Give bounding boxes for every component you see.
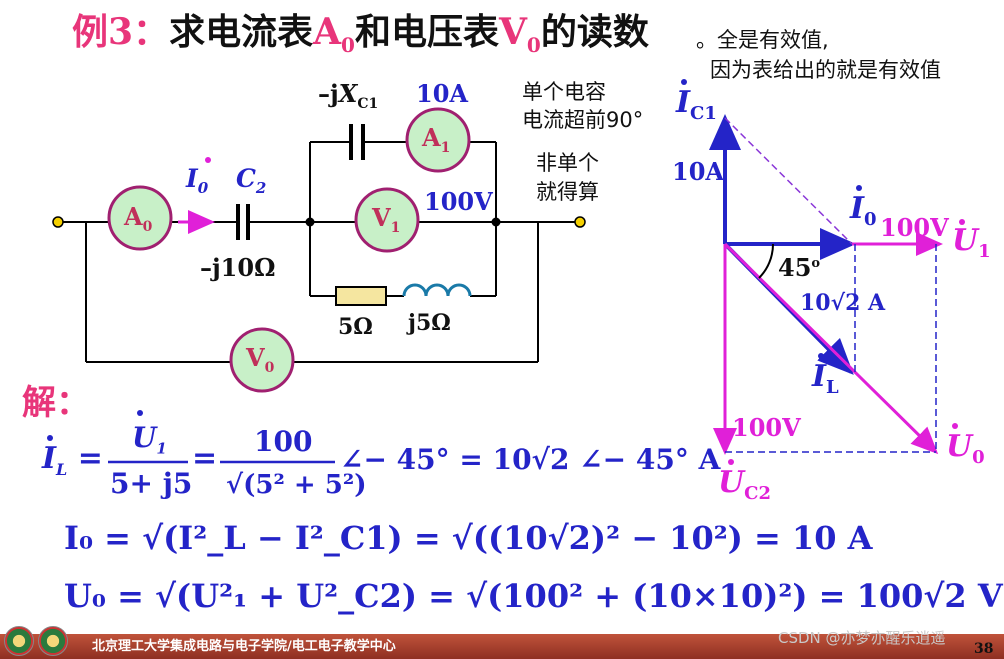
u0-phasor (723, 242, 939, 455)
footer-bar (0, 634, 1004, 659)
angle-arc (758, 243, 775, 279)
resistor-label: 5Ω (338, 314, 373, 340)
eq2: I₀ = √(I²_L − I²_C1) = √((10√2)² − 10²) … (64, 519, 873, 557)
c2-impedance: –j10Ω (200, 253, 276, 282)
voltmeter-v1 (354, 187, 420, 253)
resistor-5ohm (335, 286, 387, 306)
v1-label: V1 (372, 203, 401, 236)
a1-label: A1 (422, 123, 451, 156)
phasor-axes (709, 114, 943, 455)
u1-value: 100V (880, 213, 949, 242)
xc1-impedance: –jXC1 (318, 79, 379, 112)
page-number: 38 (974, 641, 994, 657)
right-junction (491, 217, 501, 227)
university-logo (4, 626, 34, 656)
c2-label: C2 (236, 164, 267, 197)
capacitor-c2 (236, 204, 250, 240)
inductor-label: j5Ω (408, 310, 451, 336)
angle-label: 45o (778, 253, 821, 282)
ammeter-a1 (405, 107, 471, 173)
eq1-den1: 5+ j5 (110, 467, 193, 500)
voltmeter-v0 (229, 327, 295, 393)
il-phasor-label: IL (812, 359, 839, 398)
v0-label: V0 (246, 343, 275, 376)
ic1-value: 10A (672, 157, 725, 186)
a0-label: A0 (124, 202, 153, 235)
left-terminal (52, 216, 64, 228)
ammeter-a0 (107, 185, 173, 251)
circuit-wires (58, 141, 580, 363)
eq1-num2: 100 (254, 425, 313, 458)
capacitor-c1 (349, 124, 365, 160)
left-junction (305, 217, 315, 227)
cap-note-line2: 电流超前90° (522, 108, 644, 132)
i0-phasor-label: I0 (850, 191, 877, 230)
nonsingle-note-line2: 就得算 (536, 180, 599, 204)
uc2-phasor-label: UC2 (718, 465, 772, 504)
i0-circuit-label: I0 (186, 164, 209, 197)
eq1-num1: U1 (132, 421, 167, 458)
rms-note-line2: 因为表给出的就是有效值 (710, 58, 941, 82)
il-value: 10√2 A (800, 290, 886, 316)
ic1-dash (724, 117, 853, 245)
solution-heading: 解： (22, 383, 90, 423)
ic1-phasor-label: IC1 (676, 85, 717, 124)
nonsingle-note-line1: 非单个 (536, 151, 599, 175)
eq1-equals: = (192, 441, 218, 476)
right-terminal (574, 216, 586, 228)
page-title: 例3：求电流表A0和电压表V0的读数 (72, 11, 649, 58)
v1-reading: 100V (424, 187, 493, 216)
eq1-lhs: IL = (42, 441, 103, 479)
rms-note-line1: 。全是有效值, (696, 28, 829, 52)
inductor-j5ohm (402, 283, 472, 297)
a1-reading: 10A (416, 79, 469, 108)
uc2-value: 100V (732, 413, 801, 442)
cap-note-line1: 单个电容 (522, 80, 606, 104)
eq1-result: ∠− 45° = 10√2 ∠− 45° A (340, 443, 721, 476)
footer-text: 北京理工大学集成电路与电子学院/电工电子教学中心 (92, 639, 396, 654)
watermark: CSDN @亦梦亦醒乐逍遥 (778, 629, 946, 647)
eq1-den2: √(5² + 5²) (226, 470, 367, 500)
school-logo (38, 626, 68, 656)
u1-phasor-label: U1 (952, 223, 991, 262)
u0-phasor-label: U0 (946, 429, 985, 468)
eq3: U₀ = √(U²₁ + U²_C2) = √(100² + (10×10)²)… (64, 577, 1003, 615)
